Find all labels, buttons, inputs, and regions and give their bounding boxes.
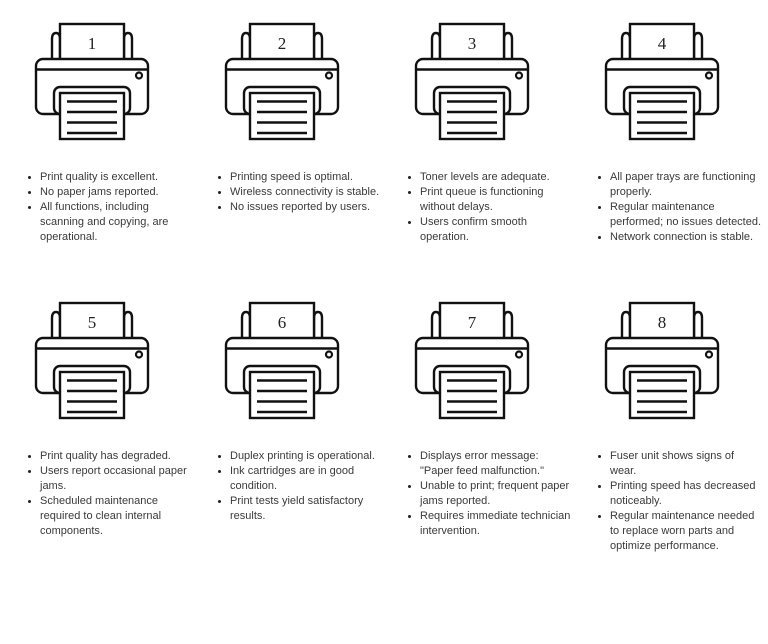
status-note: Users confirm smooth operation. bbox=[420, 215, 572, 245]
printer-card: 6 Duplex printing is operational.Ink car… bbox=[200, 301, 390, 554]
printed-text-lines bbox=[637, 379, 687, 414]
printer-card: 8 Fuser unit shows signs of wear.Printin… bbox=[580, 301, 768, 554]
paper-guide-right-icon bbox=[312, 310, 324, 341]
printed-text-lines bbox=[637, 100, 687, 135]
printer-card: 4 All paper trays are functioning proper… bbox=[580, 22, 768, 245]
status-note-list: All paper trays are functioning properly… bbox=[580, 170, 762, 245]
status-note: Regular maintenance needed to replace wo… bbox=[610, 509, 762, 554]
paper-guide-left-icon bbox=[620, 31, 632, 62]
status-note: Print quality has degraded. bbox=[40, 449, 192, 464]
printer-card: 3 Toner levels are adequate.Print queue … bbox=[390, 22, 580, 245]
printer-icon: 6 bbox=[224, 301, 340, 420]
printer-icon: 5 bbox=[34, 301, 150, 420]
printer-number: 7 bbox=[468, 313, 477, 332]
status-note-list: Print quality is excellent.No paper jams… bbox=[10, 170, 192, 245]
output-paper bbox=[438, 370, 506, 420]
indicator-light-icon bbox=[134, 71, 144, 80]
indicator-light-icon bbox=[134, 350, 144, 359]
status-note-list: Displays error message: "Paper feed malf… bbox=[390, 449, 572, 539]
printed-text-lines bbox=[257, 379, 307, 414]
status-note: All paper trays are functioning properly… bbox=[610, 170, 762, 200]
printer-number: 5 bbox=[88, 313, 97, 332]
status-note: All functions, including scanning and co… bbox=[40, 200, 192, 245]
printer-icon: 8 bbox=[604, 301, 720, 420]
indicator-light-icon bbox=[324, 71, 334, 80]
status-note: No paper jams reported. bbox=[40, 185, 192, 200]
paper-guide-left-icon bbox=[430, 310, 442, 341]
status-note: No issues reported by users. bbox=[230, 200, 382, 215]
status-note: Toner levels are adequate. bbox=[420, 170, 572, 185]
printed-text-lines bbox=[447, 379, 497, 414]
printer-number: 8 bbox=[658, 313, 667, 332]
printed-text-lines bbox=[447, 100, 497, 135]
printer-number: 1 bbox=[88, 34, 97, 53]
printed-text-lines bbox=[257, 100, 307, 135]
status-note: Fuser unit shows signs of wear. bbox=[610, 449, 762, 479]
printer-icon: 1 bbox=[34, 22, 150, 141]
printed-text-lines bbox=[67, 379, 117, 414]
indicator-light-icon bbox=[514, 71, 524, 80]
printer-card: 5 Print quality has degraded.Users repor… bbox=[10, 301, 200, 554]
status-note: Scheduled maintenance required to clean … bbox=[40, 494, 192, 539]
printer-number: 2 bbox=[278, 34, 287, 53]
status-note: Print tests yield satisfactory results. bbox=[230, 494, 382, 524]
printer-icon: 3 bbox=[414, 22, 530, 141]
input-paper bbox=[438, 22, 506, 63]
status-note-list: Printing speed is optimal.Wireless conne… bbox=[200, 170, 382, 215]
printer-card: 1 Print quality is excellent.No paper ja… bbox=[10, 22, 200, 245]
status-note: Duplex printing is operational. bbox=[230, 449, 382, 464]
printer-icon: 7 bbox=[414, 301, 530, 420]
printer-number: 3 bbox=[468, 34, 477, 53]
printer-icon: 2 bbox=[224, 22, 340, 141]
input-paper bbox=[628, 301, 696, 342]
input-paper bbox=[438, 301, 506, 342]
status-note: Displays error message: "Paper feed malf… bbox=[420, 449, 572, 479]
paper-guide-left-icon bbox=[620, 310, 632, 341]
status-note: Users report occasional paper jams. bbox=[40, 464, 192, 494]
printer-row-2: 5 Print quality has degraded.Users repor… bbox=[0, 301, 768, 554]
indicator-light-icon bbox=[704, 71, 714, 80]
printer-row-1: 1 Print quality is excellent.No paper ja… bbox=[0, 0, 768, 245]
status-note-list: Print quality has degraded.Users report … bbox=[10, 449, 192, 539]
paper-guide-right-icon bbox=[692, 31, 704, 62]
printer-number: 6 bbox=[278, 313, 287, 332]
status-note: Print quality is excellent. bbox=[40, 170, 192, 185]
indicator-light-icon bbox=[324, 350, 334, 359]
indicator-light-icon bbox=[514, 350, 524, 359]
paper-guide-right-icon bbox=[692, 310, 704, 341]
status-note-list: Fuser unit shows signs of wear.Printing … bbox=[580, 449, 762, 554]
status-note: Network connection is stable. bbox=[610, 230, 762, 245]
paper-guide-right-icon bbox=[502, 310, 514, 341]
printer-card: 7 Displays error message: "Paper feed ma… bbox=[390, 301, 580, 554]
status-note: Ink cartridges are in good condition. bbox=[230, 464, 382, 494]
status-note: Regular maintenance performed; no issues… bbox=[610, 200, 762, 230]
input-paper bbox=[248, 22, 316, 63]
status-note-list: Toner levels are adequate.Print queue is… bbox=[390, 170, 572, 245]
printer-icon: 4 bbox=[604, 22, 720, 141]
status-note: Wireless connectivity is stable. bbox=[230, 185, 382, 200]
printer-card: 2 Printing speed is optimal.Wireless con… bbox=[200, 22, 390, 245]
status-note: Unable to print; frequent paper jams rep… bbox=[420, 479, 572, 509]
status-note-list: Duplex printing is operational.Ink cartr… bbox=[200, 449, 382, 524]
status-note: Print queue is functioning without delay… bbox=[420, 185, 572, 215]
status-note: Requires immediate technician interventi… bbox=[420, 509, 572, 539]
paper-guide-right-icon bbox=[312, 31, 324, 62]
paper-guide-left-icon bbox=[430, 31, 442, 62]
paper-guide-right-icon bbox=[502, 31, 514, 62]
printer-number: 4 bbox=[658, 34, 667, 53]
input-paper bbox=[58, 22, 126, 63]
status-note: Printing speed has decreased noticeably. bbox=[610, 479, 762, 509]
indicator-light-icon bbox=[704, 350, 714, 359]
printed-text-lines bbox=[67, 100, 117, 135]
status-note: Printing speed is optimal. bbox=[230, 170, 382, 185]
